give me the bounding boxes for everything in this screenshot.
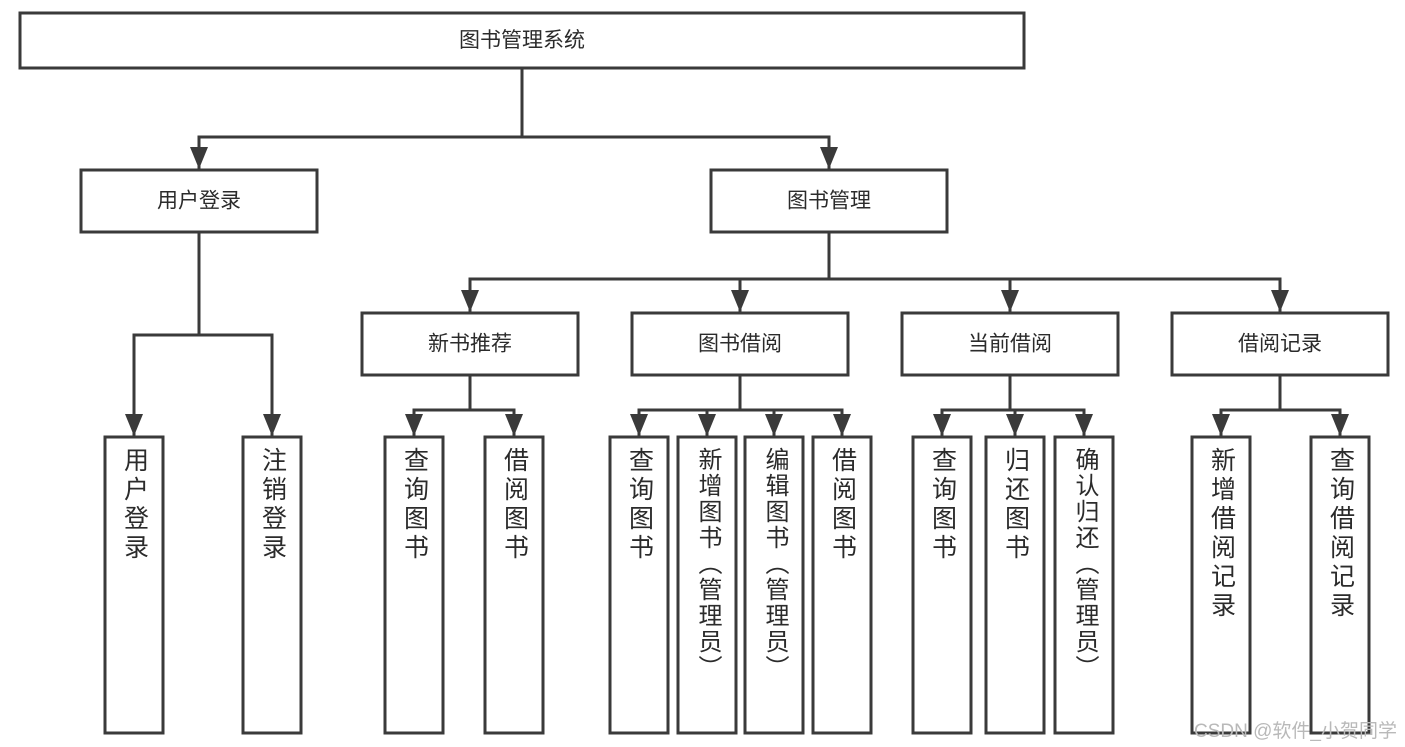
arrow-head-icon-leaf-query-book-rec <box>405 414 423 436</box>
arrow-head-icon-user-login <box>190 147 208 169</box>
node-new-book-rec[interactable] <box>360 311 580 377</box>
node-leaf-user-logout[interactable] <box>241 435 303 735</box>
arrow-head-icon-leaf-query-record <box>1331 414 1349 436</box>
node-user-login[interactable] <box>79 168 319 234</box>
node-leaf-confirm-return[interactable] <box>1053 435 1115 735</box>
arrow-head-icon-leaf-borrow-book <box>833 414 851 436</box>
node-leaf-edit-book[interactable] <box>743 435 805 735</box>
label-current-borrow: 当前借阅 <box>968 333 1052 356</box>
label-new-book-rec: 新书推荐 <box>428 333 512 356</box>
arrow-head-icon-leaf-user-login <box>125 414 143 436</box>
arrow-head-icon-leaf-confirm-return <box>1075 414 1093 436</box>
node-book-manage[interactable] <box>709 168 949 234</box>
node-book-borrow[interactable] <box>630 311 850 377</box>
arrow-head-icon-book-borrow <box>731 290 749 312</box>
node-borrow-record[interactable] <box>1170 311 1390 377</box>
node-leaf-query-record[interactable] <box>1309 435 1371 735</box>
label-borrow-record: 借阅记录 <box>1238 333 1322 356</box>
node-leaf-query-book-rec[interactable] <box>383 435 445 735</box>
node-leaf-borrow-book-rec[interactable] <box>483 435 545 735</box>
node-leaf-query-book-cur[interactable] <box>911 435 973 735</box>
arrow-head-icon-new-book-rec <box>461 290 479 312</box>
arrow-head-icon-leaf-query-book-cur <box>933 414 951 436</box>
arrow-head-icon-borrow-record <box>1271 290 1289 312</box>
connectors-layer <box>125 66 1349 437</box>
arrow-head-icon-leaf-borrow-book-rec <box>505 414 523 436</box>
node-leaf-borrow-book[interactable] <box>811 435 873 735</box>
arrow-head-icon-leaf-add-record <box>1212 414 1230 436</box>
node-leaf-add-book[interactable] <box>676 435 738 735</box>
label-root: 图书管理系统 <box>459 29 585 52</box>
node-leaf-return-book[interactable] <box>984 435 1046 735</box>
node-root[interactable] <box>18 11 1026 70</box>
label-user-login: 用户登录 <box>157 190 241 213</box>
arrow-head-icon-leaf-edit-book <box>765 414 783 436</box>
node-current-borrow[interactable] <box>900 311 1120 377</box>
arrow-head-icon-current-borrow <box>1001 290 1019 312</box>
node-leaf-user-login[interactable] <box>103 435 165 735</box>
boxes-layer <box>18 11 1390 735</box>
node-leaf-query-book-borrow[interactable] <box>608 435 670 735</box>
label-book-borrow: 图书借阅 <box>698 333 782 356</box>
arrow-head-icon-book-manage <box>820 147 838 169</box>
arrow-head-icon-leaf-query-book-borrow <box>630 414 648 436</box>
arrow-head-icon-leaf-user-logout <box>263 414 281 436</box>
node-leaf-add-record[interactable] <box>1190 435 1252 735</box>
label-book-manage: 图书管理 <box>787 190 871 213</box>
arrow-head-icon-leaf-return-book <box>1006 414 1024 436</box>
arrow-head-icon-leaf-add-book <box>698 414 716 436</box>
